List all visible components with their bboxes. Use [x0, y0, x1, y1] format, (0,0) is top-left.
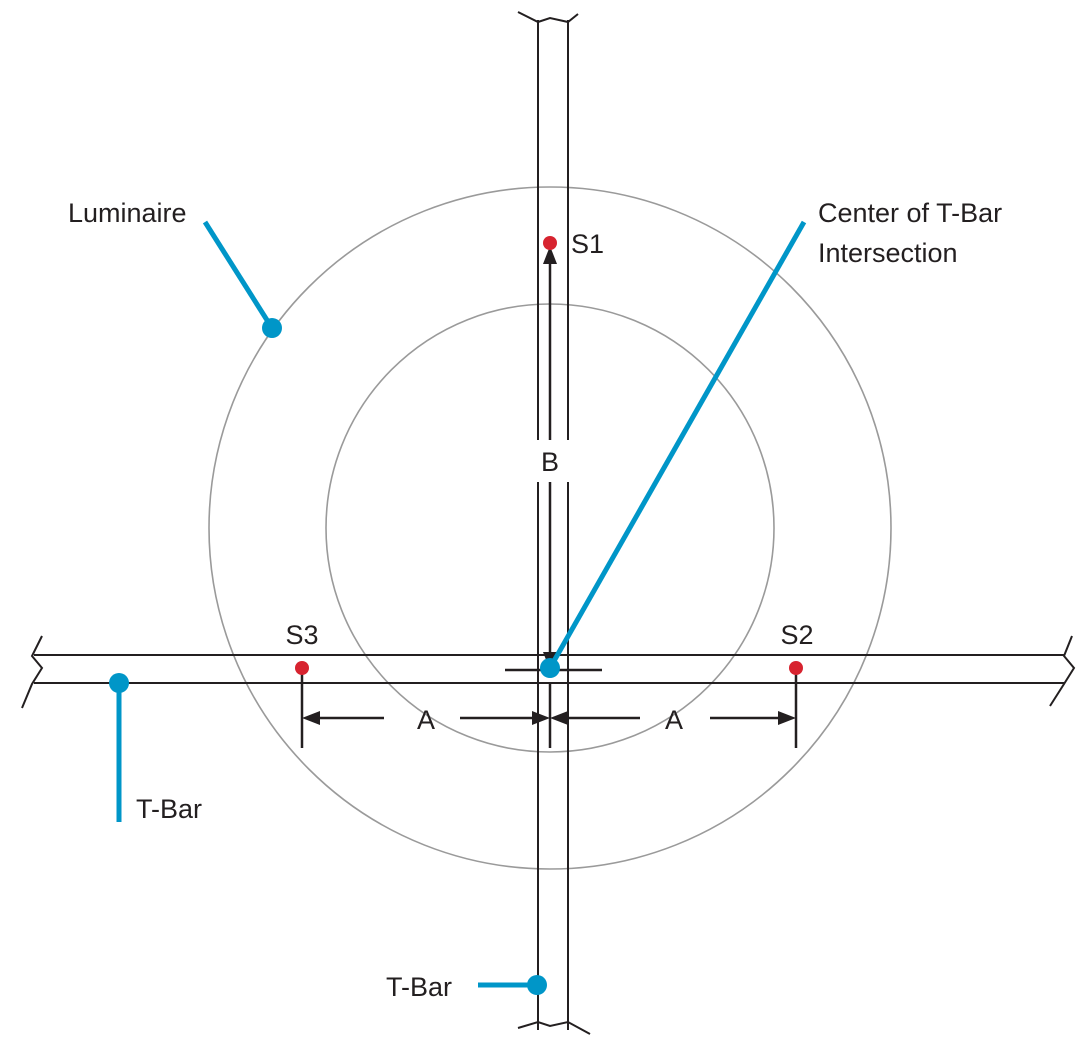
sensor-s1-label: S1	[571, 229, 604, 259]
vertical-t-bar	[517, 11, 591, 1035]
luminaire-label: Luminaire	[68, 198, 187, 228]
sensor-s2-label: S2	[780, 620, 813, 650]
dimension-a-left-label: A	[417, 705, 435, 735]
dimension-a-right-label: A	[665, 705, 683, 735]
center-intersection-callout: Center of T-Bar Intersection	[540, 198, 1002, 678]
center-label-line1: Center of T-Bar	[818, 198, 1002, 228]
vertical-t-bar-callout: T-Bar	[386, 972, 547, 1002]
horizontal-t-bar-label: T-Bar	[136, 794, 202, 824]
sensor-s3: S3	[285, 620, 319, 675]
vertical-t-bar-label: T-Bar	[386, 972, 452, 1002]
dimension-a: A A	[300, 670, 798, 748]
luminaire-outer-circle	[208, 186, 892, 870]
sensor-s3-dot	[295, 661, 309, 675]
sensor-s2: S2	[780, 620, 814, 675]
horizontal-t-bar-callout: T-Bar	[109, 673, 202, 824]
sensor-s1: S1	[543, 229, 604, 259]
luminaire-callout: Luminaire	[68, 198, 282, 338]
dimension-b-label: B	[541, 447, 559, 477]
sensor-s1-dot	[543, 236, 557, 250]
dimension-b: B	[541, 246, 559, 670]
center-label-line2: Intersection	[818, 238, 958, 268]
sensor-s3-label: S3	[285, 620, 318, 650]
sensor-s2-dot	[789, 661, 803, 675]
